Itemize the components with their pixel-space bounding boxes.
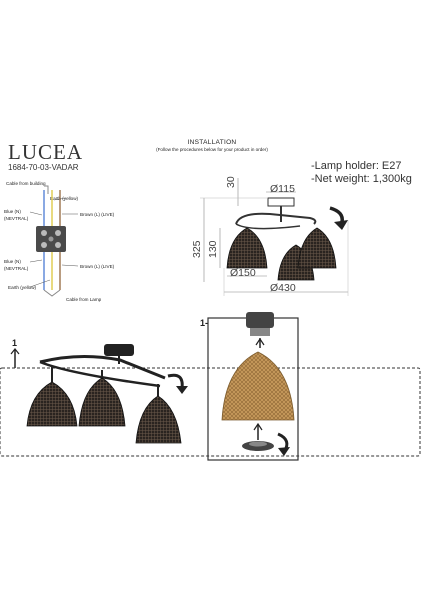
- spec-lamp-holder: -Lamp holder: E27: [311, 160, 402, 172]
- label-brown-top: Brown (L) (LIVE): [80, 212, 115, 217]
- dim-total-width: Ø430: [270, 282, 296, 294]
- shade-step1-left: [26, 381, 78, 427]
- label-blue-top-1: Blue (N): [4, 209, 21, 214]
- wiring-diagram: [29, 185, 79, 297]
- shade-right: [297, 227, 337, 269]
- dimension-drawing: [200, 178, 349, 296]
- dim-shade-height: 130: [207, 240, 219, 258]
- label-cable-from-lamp: Cable from Lamp: [66, 297, 102, 302]
- installation-title: INSTALLATION: [187, 139, 237, 146]
- step1-shade-mounting: 1-: [200, 312, 299, 461]
- dim-height-top: 30: [225, 176, 237, 188]
- installation-subtitle: (Follow the procedures below for your pr…: [156, 147, 268, 152]
- label-blue-bottom-1: Blue (N): [4, 259, 21, 264]
- step1-fixture: 1: [0, 338, 421, 457]
- label-brown-bottom: Brown (L) (LIVE): [80, 264, 115, 269]
- brand-title: LUCEA: [8, 140, 83, 164]
- label-cable-from-building: Cable from building: [6, 181, 46, 186]
- step-1-right-label: 1-: [200, 318, 208, 328]
- dim-shade-diameter: Ø150: [230, 267, 256, 279]
- ceiling-outline: [0, 367, 421, 457]
- label-blue-top-2: (NEVTRAL): [4, 216, 29, 221]
- shade-light: [221, 351, 295, 421]
- spec-net-weight: -Net weight: 1,300kg: [311, 173, 412, 185]
- shade-left: [226, 227, 268, 269]
- shade-step1-right: [135, 395, 182, 444]
- dim-canopy-diameter: Ø115: [270, 183, 295, 195]
- shade-step1-center: [78, 377, 126, 427]
- dim-total-height: 325: [191, 240, 203, 258]
- product-code: 1684-70-03-VADAR: [8, 163, 79, 172]
- lamp-holder: [246, 312, 274, 328]
- label-blue-bottom-2: (NEVTRAL): [4, 266, 29, 271]
- label-earth-bottom: Earth (yellow): [8, 285, 37, 290]
- step-1-label: 1: [12, 338, 17, 348]
